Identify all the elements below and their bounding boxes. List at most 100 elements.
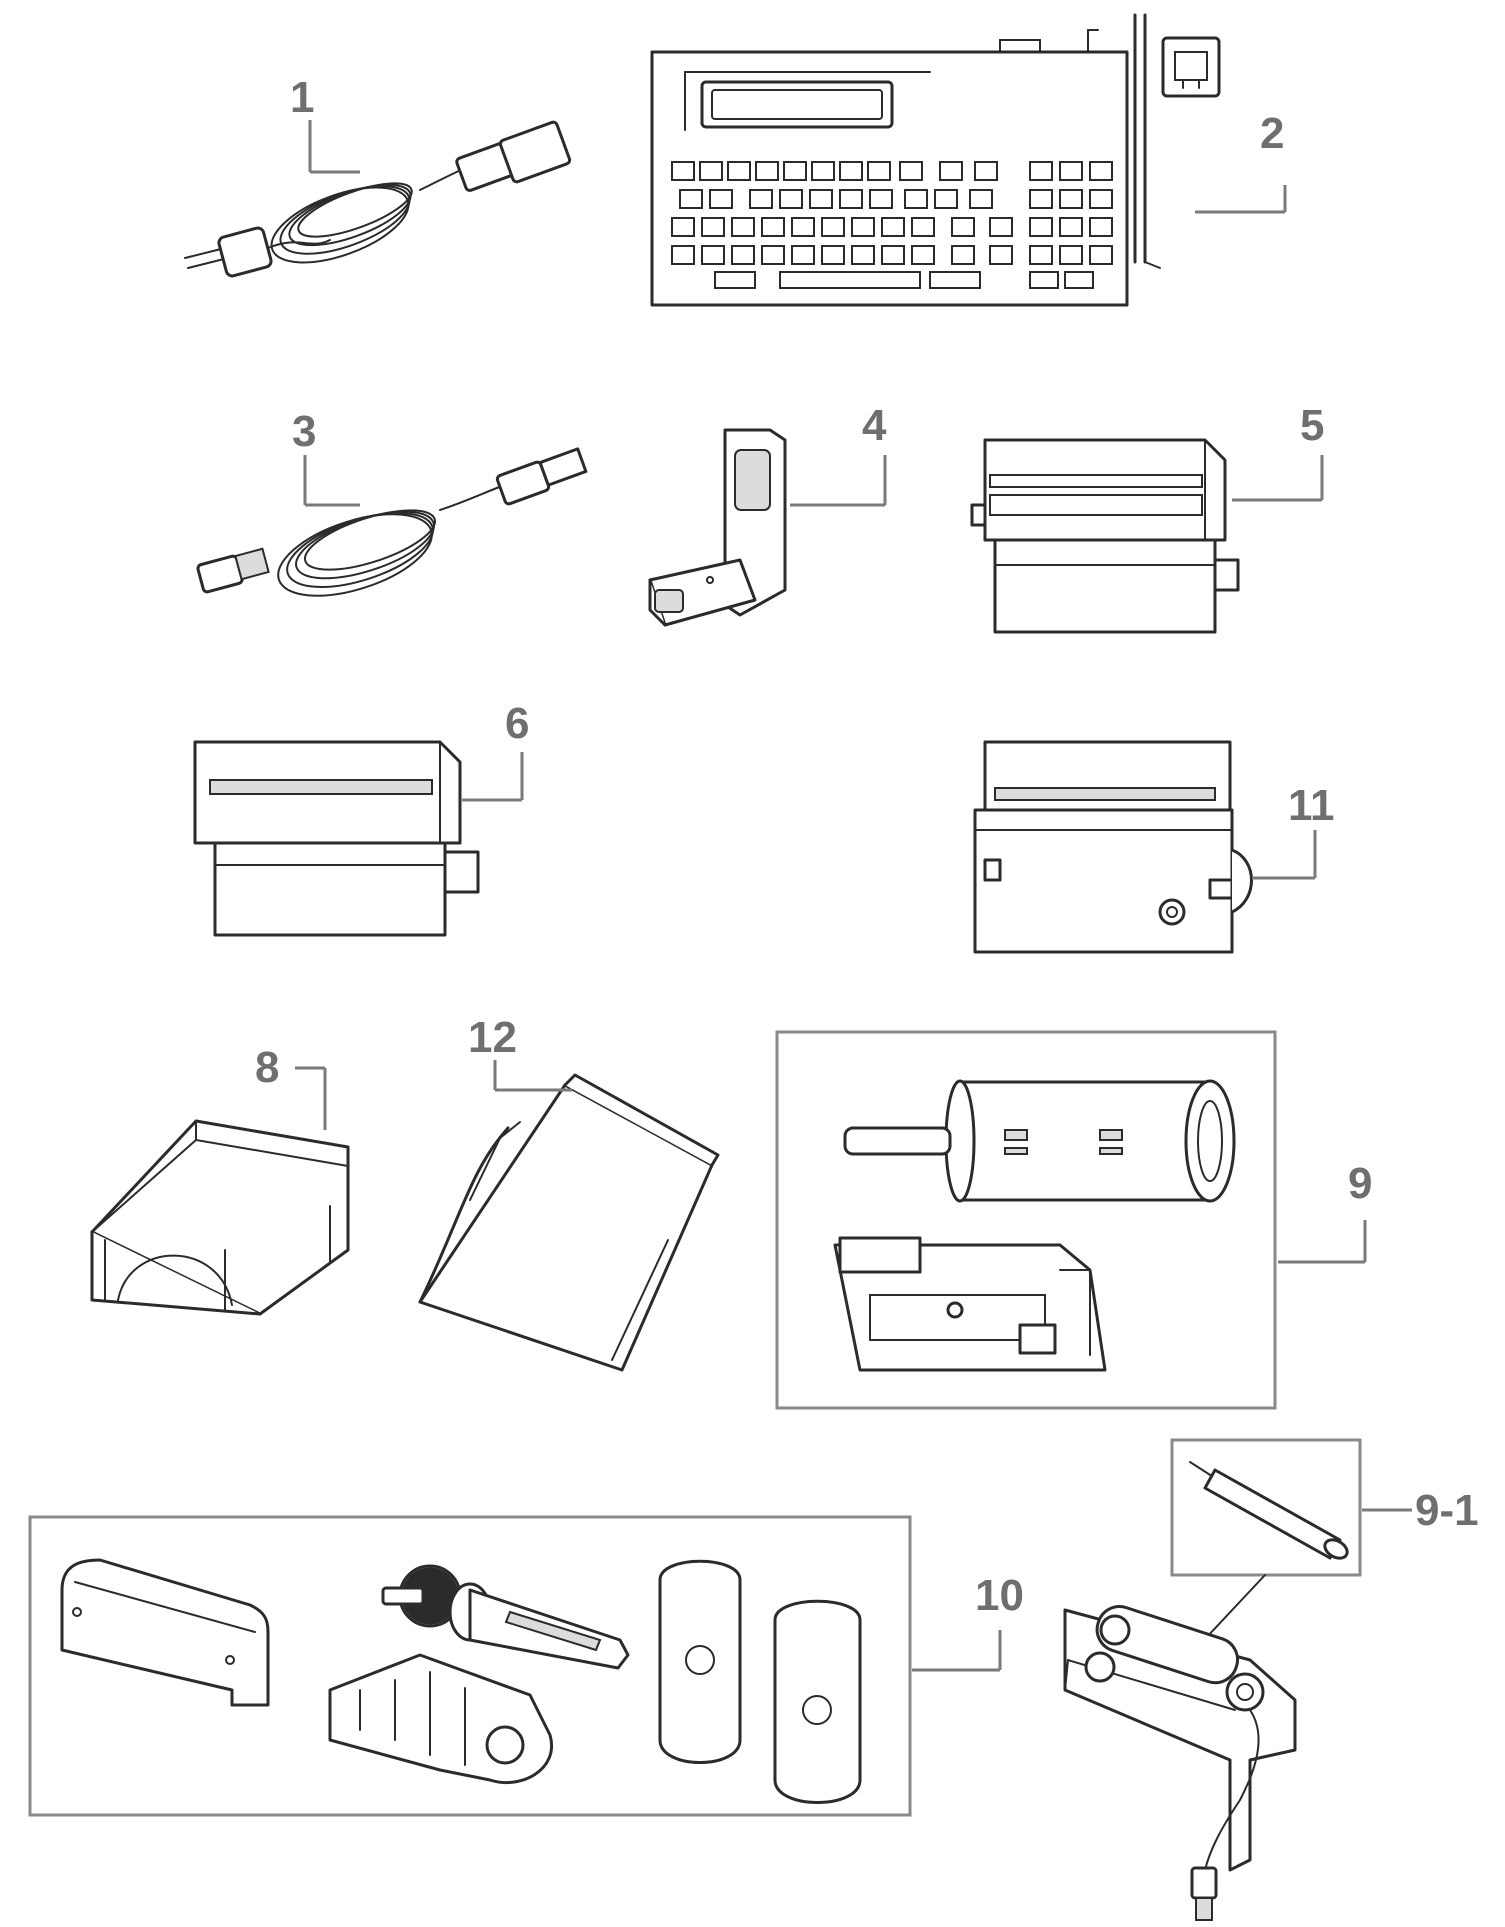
key: [911, 245, 935, 265]
tray-box-icon: [90, 1119, 350, 1316]
key: [761, 217, 785, 237]
key: [701, 217, 725, 237]
key: [821, 217, 845, 237]
callout-label: 11: [1288, 781, 1335, 830]
key: [699, 161, 723, 181]
key: [934, 189, 958, 209]
part-8-tray-box: 8: [90, 1043, 350, 1316]
key: [727, 161, 751, 181]
part-12-guide-plate: 12: [418, 1013, 720, 1372]
key: [701, 245, 725, 265]
callout-label: 2: [1260, 109, 1284, 158]
key: [1064, 271, 1094, 289]
key: [1029, 271, 1059, 289]
key: [881, 245, 905, 265]
usb-cable-icon: [196, 447, 588, 597]
callout-label: 8: [255, 1043, 279, 1092]
part-9-1-roller: 9-1: [1063, 1438, 1479, 1921]
key: [791, 245, 815, 265]
rewinder-assembly-icon: [833, 1079, 1236, 1372]
callout-label: 6: [505, 699, 529, 748]
key: [974, 161, 998, 181]
key: [869, 189, 893, 209]
keyboard-unit-icon: [650, 13, 1221, 307]
key: [791, 217, 815, 237]
connector-bracket-icon: [648, 428, 787, 627]
part-9-rewinder-assembly: 9: [775, 1030, 1372, 1410]
assembly-frame: [775, 1030, 1277, 1410]
key: [1089, 161, 1113, 181]
key: [1059, 217, 1083, 237]
key: [899, 161, 923, 181]
key: [881, 217, 905, 237]
key: [904, 189, 928, 209]
key: [1029, 161, 1053, 181]
cutter-module-icon: [973, 740, 1253, 954]
part-2-keyboard-unit: 2: [650, 13, 1287, 307]
part-3-usb-cable: 3: [196, 407, 588, 597]
part-11-cutter-module: 11: [973, 740, 1335, 954]
key: [929, 271, 981, 289]
part-5-cutter-module: 5: [970, 401, 1324, 634]
power-cord-icon: [184, 120, 572, 278]
guide-plate-icon: [418, 1073, 720, 1372]
key: [989, 217, 1013, 237]
part-10-ribbon-spindle-kit: 10: [28, 1515, 1024, 1817]
callout-label: 9-1: [1415, 1486, 1479, 1535]
key: [779, 271, 921, 289]
callout-label: 10: [975, 1571, 1024, 1620]
key: [671, 245, 695, 265]
callout-label: 5: [1300, 401, 1324, 450]
callout-label: 12: [468, 1013, 517, 1062]
key: [731, 217, 755, 237]
callout-label: 4: [862, 401, 887, 450]
key: [1059, 245, 1083, 265]
key: [839, 189, 863, 209]
cutter-module-icon: [193, 740, 480, 937]
key: [989, 245, 1013, 265]
key: [939, 161, 963, 181]
key: [779, 189, 803, 209]
callout-label: 1: [290, 73, 314, 122]
key: [749, 189, 773, 209]
part-4-connector-bracket: 4: [648, 401, 887, 627]
key: [969, 189, 993, 209]
key: [867, 161, 891, 181]
key: [671, 217, 695, 237]
key: [783, 161, 807, 181]
key: [1029, 245, 1053, 265]
key: [851, 245, 875, 265]
kit-frame: [28, 1515, 912, 1817]
part-1-power-cord: 1: [184, 73, 572, 278]
key: [671, 161, 695, 181]
part-6-cutter-module: 6: [193, 699, 529, 937]
keypad: [671, 161, 1113, 289]
key: [851, 217, 875, 237]
key: [1029, 217, 1053, 237]
callout-label: 3: [292, 407, 316, 456]
key: [709, 189, 733, 209]
key: [821, 245, 845, 265]
key: [761, 245, 785, 265]
key: [951, 217, 975, 237]
cutter-module-icon: [970, 438, 1240, 634]
key: [951, 245, 975, 265]
key: [809, 189, 833, 209]
key: [1089, 189, 1113, 209]
key: [811, 161, 835, 181]
key: [1059, 189, 1083, 209]
key: [731, 245, 755, 265]
key: [679, 189, 703, 209]
roller-icon: [1063, 1461, 1349, 1921]
key: [755, 161, 779, 181]
key: [1059, 161, 1083, 181]
key: [1029, 189, 1053, 209]
key: [1089, 217, 1113, 237]
key: [911, 217, 935, 237]
ribbon-spindle-kit-icon: [60, 1558, 862, 1804]
key: [1089, 245, 1113, 265]
key: [714, 271, 756, 289]
callout-label: 9: [1348, 1159, 1372, 1208]
key: [839, 161, 863, 181]
